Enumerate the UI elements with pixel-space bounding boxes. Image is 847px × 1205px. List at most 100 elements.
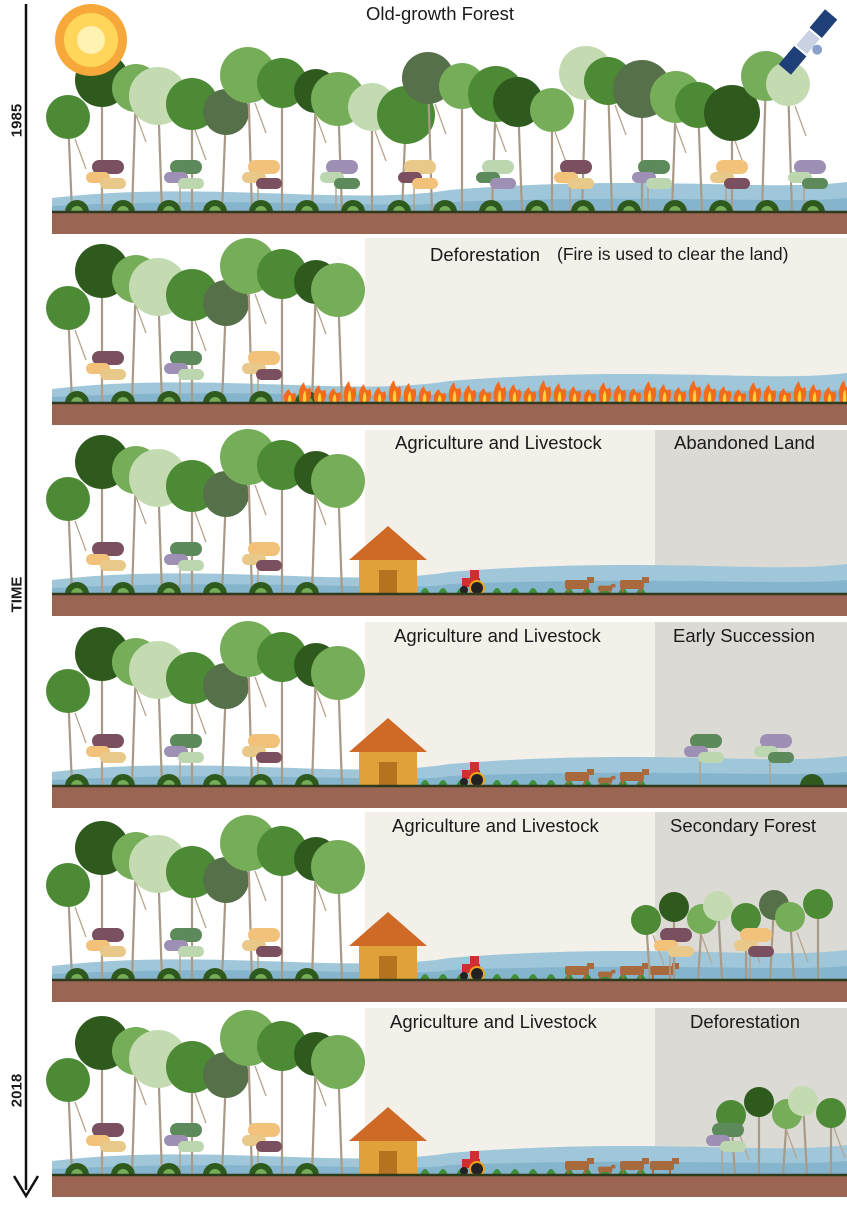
understory-plant	[164, 734, 204, 786]
crop-plant	[528, 974, 538, 980]
fire-core	[302, 390, 307, 403]
understory-plant	[164, 351, 204, 403]
hut-roof	[349, 526, 427, 560]
solar-panel	[809, 9, 838, 38]
ground-mound	[255, 206, 267, 212]
understory-plant	[654, 928, 694, 980]
tree-crown	[311, 1035, 365, 1089]
understory-plant	[320, 160, 360, 212]
cow-leg	[567, 974, 569, 980]
plant-leaf	[248, 928, 280, 942]
ground-mound	[117, 588, 129, 594]
fire-core	[737, 394, 742, 403]
cow-icon	[620, 963, 649, 980]
plant-leaf	[92, 160, 124, 174]
panel-5	[46, 812, 847, 1002]
cow-leg	[652, 974, 654, 980]
plant-leaf	[248, 160, 280, 174]
crop-plant	[420, 974, 430, 980]
fire-core	[752, 390, 757, 403]
ground-mound	[255, 1169, 267, 1175]
cow-leg	[639, 780, 641, 786]
plant-leaf	[748, 946, 774, 957]
cow-leg	[567, 588, 569, 594]
cow-icon	[620, 769, 649, 786]
ground-mound	[117, 206, 129, 212]
tree-liana	[74, 906, 87, 938]
cow-leg	[599, 1171, 602, 1175]
plant-leaf	[100, 946, 126, 957]
ground-mound	[71, 588, 83, 594]
understory-plant	[734, 928, 774, 980]
plant-leaf	[100, 560, 126, 571]
plant-leaf	[482, 160, 514, 174]
hut-door	[379, 762, 397, 786]
hut-roof	[349, 1107, 427, 1141]
cow-leg	[584, 588, 586, 594]
tree	[46, 863, 90, 981]
ground-mound	[71, 780, 83, 786]
tree-crown	[46, 863, 90, 907]
plant-leaf	[768, 752, 794, 763]
crop-plant	[510, 780, 520, 786]
plant-leaf	[740, 928, 772, 942]
panel-3-right-title: Abandoned Land	[674, 432, 815, 453]
cow-leg	[639, 588, 641, 594]
plant-leaf	[248, 542, 280, 556]
crop-plant	[492, 974, 502, 980]
ground-mound	[761, 206, 773, 212]
panel-4-right-title: Early Succession	[673, 625, 815, 646]
ground-mound	[163, 397, 175, 403]
tree-liana	[254, 484, 267, 516]
plant-leaf	[794, 160, 826, 174]
tree-liana	[254, 102, 267, 134]
cow-leg	[584, 780, 586, 786]
tree	[46, 286, 90, 404]
start-year-label: 1985	[8, 103, 26, 138]
tree-liana	[314, 303, 327, 335]
tree-crown	[311, 263, 365, 317]
ground-mound	[255, 397, 267, 403]
tree-liana	[254, 870, 267, 902]
cow-leg	[639, 974, 641, 980]
tractor-body	[462, 578, 480, 587]
understory-plant	[632, 160, 672, 212]
tree-liana	[74, 520, 87, 552]
tree-crown	[816, 1098, 846, 1128]
plant-leaf	[92, 928, 124, 942]
cow-icon	[565, 1158, 594, 1175]
panel-5-right-title: Secondary Forest	[670, 815, 817, 836]
tree-liana	[254, 1065, 267, 1097]
tree-liana	[134, 685, 147, 717]
cow-icon	[598, 583, 616, 594]
tree-liana	[614, 104, 627, 136]
tree-liana	[134, 879, 147, 911]
understory-plant	[754, 734, 794, 786]
cow-leg	[609, 782, 612, 786]
tractor-icon	[460, 570, 485, 596]
tree	[703, 891, 733, 981]
cow-head	[587, 963, 594, 969]
hut-roof	[349, 912, 427, 946]
crop-plant	[510, 974, 520, 980]
cow-leg	[669, 1169, 671, 1175]
plant-leaf	[560, 160, 592, 174]
tree-crown	[775, 902, 805, 932]
plant-leaf	[170, 928, 202, 942]
understory-plant	[242, 928, 282, 980]
cow-icon	[565, 963, 594, 980]
plant-leaf	[256, 178, 282, 189]
cow-body	[620, 580, 644, 589]
tree	[631, 905, 665, 981]
tractor-icon	[460, 956, 485, 982]
fire-core	[797, 389, 802, 403]
tree-liana	[194, 703, 207, 735]
crop-plant	[438, 974, 448, 980]
cow-leg	[609, 976, 612, 980]
cow-body	[565, 1161, 589, 1170]
tree-liana	[374, 130, 387, 162]
ground-mound	[71, 397, 83, 403]
tree-liana	[134, 1074, 147, 1106]
tree-liana	[194, 129, 207, 161]
